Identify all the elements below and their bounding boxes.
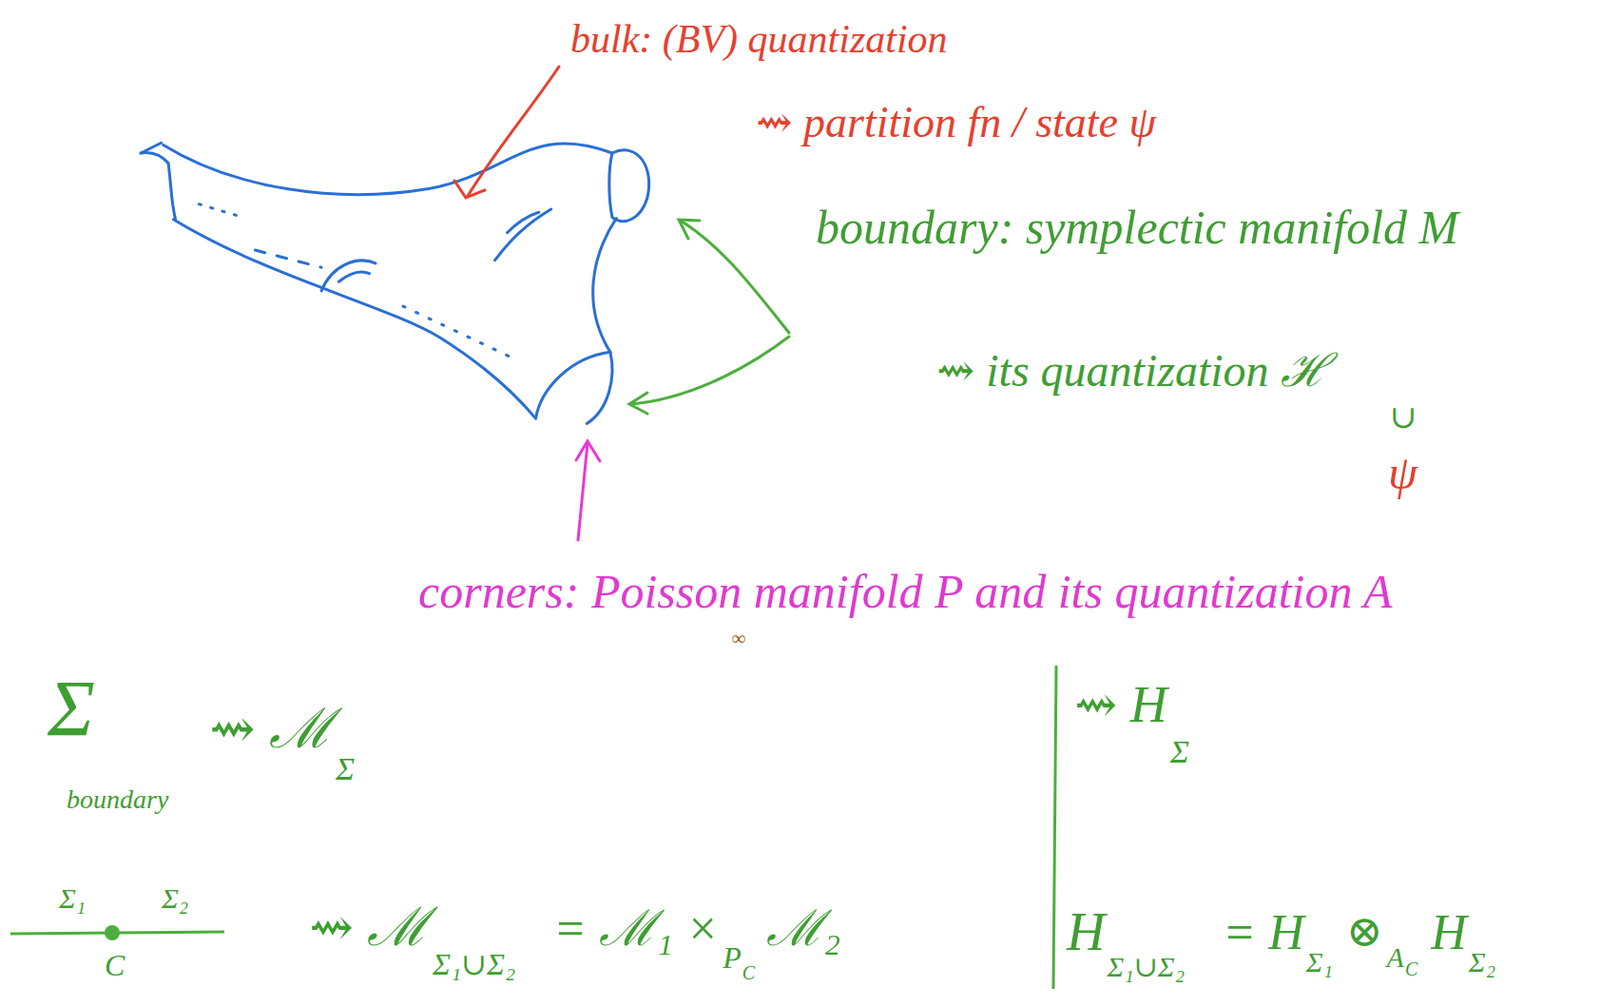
handwritten-label: Σ₁∪Σ₂: [432, 947, 516, 982]
handwritten-label: ℳ₂: [766, 901, 841, 956]
handwritten-label: boundary: [66, 785, 169, 815]
handwritten-label: Σ₁: [58, 882, 86, 914]
divider-line: [1053, 665, 1057, 989]
handwritten-label: ∪: [1389, 399, 1418, 435]
handwritten-label: ⊗: [1346, 907, 1384, 957]
bulk-leader: [454, 66, 560, 198]
handwritten-label: ⇝ H: [1074, 676, 1168, 733]
handwritten-label: ψ: [1387, 446, 1418, 500]
surface-figure: [140, 142, 650, 424]
handwritten-label: Σ₂: [1468, 945, 1496, 978]
corner-leader: [576, 441, 600, 540]
handwritten-label: P: [722, 941, 742, 975]
corner-dot: [104, 925, 120, 941]
handwritten-label: bulk: (BV) quantization: [570, 17, 948, 61]
handwritten-label: Σ₁∪Σ₂: [1106, 950, 1185, 983]
handwritten-label: = H: [1222, 905, 1305, 960]
handwritten-label: Σ₂: [161, 882, 189, 914]
handwritten-label: C: [742, 962, 755, 984]
handwritten-label: ∞: [732, 627, 746, 649]
handwritten-label: Σ: [335, 751, 355, 787]
handwritten-label: boundary: symplectic manifold M: [815, 201, 1459, 254]
handwritten-label: = ℳ₁ ×: [553, 901, 719, 956]
handwritten-label: ⇝ its quantization ℋ: [936, 346, 1330, 397]
handwritten-label: corners: Poisson manifold P and its quan…: [418, 565, 1393, 618]
handwritten-label: Σ: [47, 665, 96, 753]
handwritten-label: ⇝ ℳ: [209, 698, 333, 760]
handwritten-label: H: [1430, 905, 1467, 960]
handwritten-label: Σ: [1170, 733, 1190, 770]
handwritten-label: ⇝ partition fn / state ψ: [755, 98, 1157, 148]
handwritten-label: ⇝ ℳ: [308, 898, 429, 958]
handwritten-label: H: [1066, 903, 1105, 963]
boundary-leaders: [629, 219, 790, 414]
handwritten-label: A: [1387, 941, 1405, 973]
handwritten-label: C: [104, 948, 125, 983]
handwritten-label: Σ₁: [1306, 945, 1333, 978]
handwritten-label: C: [1405, 958, 1418, 980]
